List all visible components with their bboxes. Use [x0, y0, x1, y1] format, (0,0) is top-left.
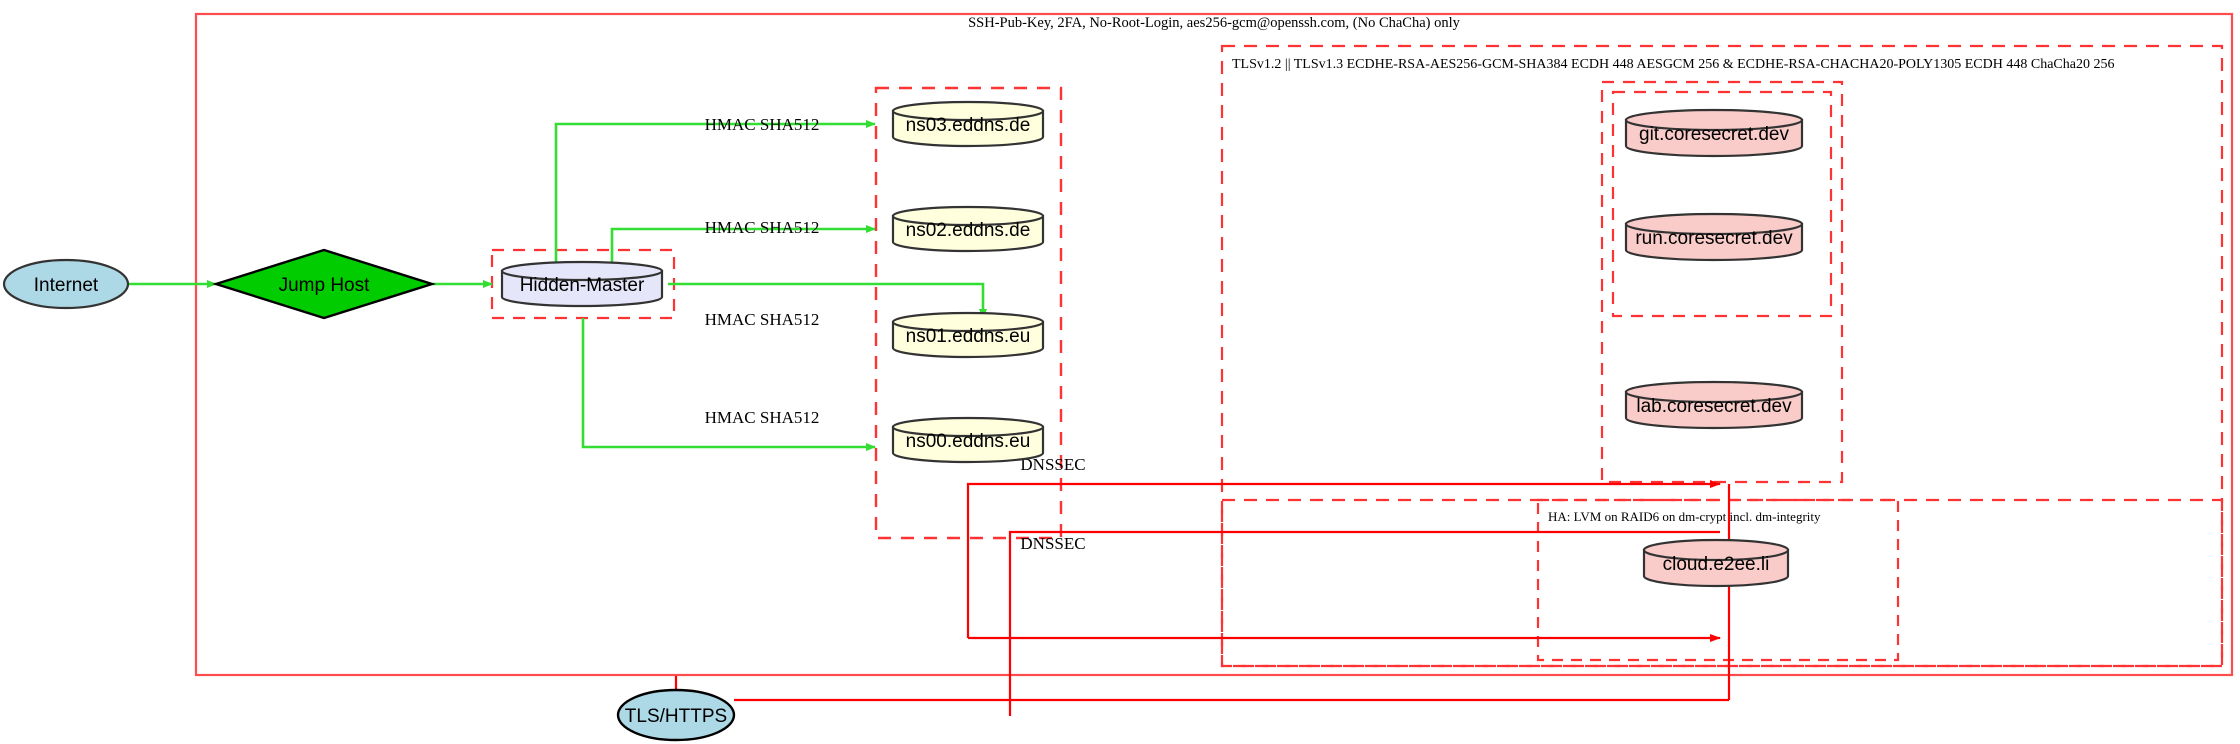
ns01-top: [891, 311, 1045, 333]
node-internet[interactable]: Internet: [2, 258, 130, 310]
tls-cluster-box: [1220, 44, 2224, 668]
jump-host-diamond: [212, 248, 436, 320]
edge-dnssec-2-upper: [1008, 530, 1720, 716]
edge-label-hmac-ns02: HMAC SHA512: [705, 218, 820, 237]
coresecret-outer-box: [1600, 80, 1844, 484]
node-cloud-e2ee[interactable]: cloud.e2ee.li: [1642, 538, 1790, 588]
ns00-top: [891, 416, 1045, 438]
node-ns03[interactable]: ns03.eddns.de: [891, 100, 1045, 148]
lab-label: lab.coresecret.dev: [1636, 396, 1792, 417]
internet-ellipse: [2, 258, 130, 310]
cloud-top: [1642, 538, 1790, 562]
edge-dnssec-1: [966, 480, 1721, 638]
tls-https-label: TLS/HTTPS: [625, 706, 727, 727]
ns02-top: [891, 205, 1045, 227]
edge-label-hmac-ns03: HMAC SHA512: [705, 115, 820, 134]
node-hidden-master[interactable]: Hidden-Master: [500, 260, 664, 308]
ns03-label: ns03.eddns.de: [906, 115, 1031, 136]
node-tls-https[interactable]: TLS/HTTPS: [616, 688, 736, 742]
edge-hidden-to-ns01: [668, 282, 987, 319]
hidden-master-label: Hidden-Master: [520, 275, 645, 296]
node-lab-coresecret[interactable]: lab.coresecret.dev: [1624, 380, 1804, 430]
lab-top: [1624, 380, 1804, 404]
node-git-coresecret[interactable]: git.coresecret.dev: [1624, 108, 1804, 158]
git-label: git.coresecret.dev: [1639, 124, 1789, 145]
coresecret-inner-box: [1611, 90, 1833, 318]
edge-hidden-to-ns03: [554, 120, 876, 262]
node-ns00[interactable]: ns00.eddns.eu: [891, 416, 1045, 464]
node-ns02[interactable]: ns02.eddns.de: [891, 205, 1045, 253]
jump-host-label: Jump Host: [279, 275, 371, 296]
tls-https-ellipse: [616, 688, 736, 742]
run-label: run.coresecret.dev: [1635, 228, 1793, 249]
hidden-master-top: [500, 260, 664, 282]
edge-label-hmac-ns00: HMAC SHA512: [705, 408, 820, 427]
edge-hidden-to-ns02: [610, 225, 876, 262]
node-jump-host[interactable]: Jump Host: [212, 248, 436, 320]
cloud-label: cloud.e2ee.li: [1663, 554, 1770, 575]
edge-label-dnssec-1: DNSSEC: [1020, 455, 1085, 474]
ssh-boundary-label: SSH-Pub-Key, 2FA, No-Root-Login, aes256-…: [968, 15, 1461, 31]
node-run-coresecret[interactable]: run.coresecret.dev: [1624, 212, 1804, 262]
ns01-label: ns01.eddns.eu: [906, 326, 1031, 347]
tls-cluster-label: TLSv1.2 || TLSv1.3 ECDHE-RSA-AES256-GCM-…: [1232, 57, 2114, 72]
ha-cluster-label: HA: LVM on RAID6 on dm-crypt incl. dm-in…: [1548, 509, 1821, 524]
run-top: [1624, 212, 1804, 236]
edge-label-dnssec-2: DNSSEC: [1020, 534, 1085, 553]
ns03-top: [891, 100, 1045, 122]
node-ns01[interactable]: ns01.eddns.eu: [891, 311, 1045, 359]
ns02-label: ns02.eddns.de: [906, 220, 1031, 241]
cloud-zone-box: [1220, 498, 2224, 668]
edge-hidden-to-ns00: [581, 318, 876, 451]
ssh-boundary-box: [194, 12, 2234, 677]
ns00-label: ns00.eddns.eu: [906, 431, 1031, 452]
dns-cluster-box: [874, 86, 1063, 540]
internet-label: Internet: [34, 275, 99, 296]
edge-label-hmac-ns01: HMAC SHA512: [705, 310, 820, 329]
git-top: [1624, 108, 1804, 132]
